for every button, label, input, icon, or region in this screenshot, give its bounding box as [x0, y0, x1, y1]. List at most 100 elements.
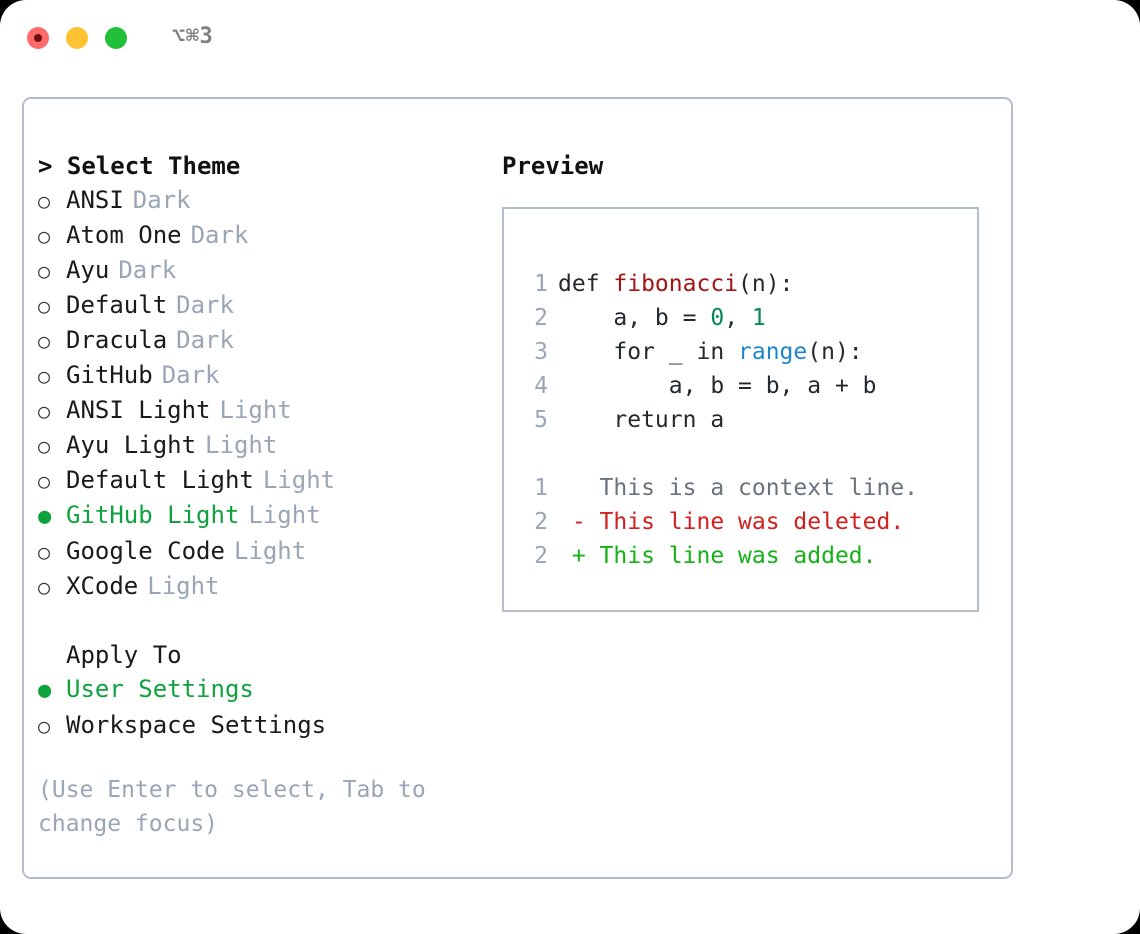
zoom-button[interactable] [105, 27, 127, 49]
apply-to-option-user-settings[interactable]: ● User Settings [38, 672, 498, 708]
traffic-lights [27, 27, 127, 49]
code-token-plain: def [558, 271, 614, 297]
code-token-plain: , [724, 305, 752, 331]
select-theme-heading: > Select Theme [38, 152, 241, 180]
line-number: 2 [534, 305, 548, 331]
preview-heading: Preview [502, 152, 604, 180]
code-token-num: 0 [710, 305, 725, 331]
apply-to-option-label: User Settings [66, 675, 254, 703]
theme-option-default-light[interactable]: ○ Default Light Light [38, 463, 498, 498]
radio-unselected-icon: ○ [38, 575, 51, 599]
radio-unselected-icon: ○ [38, 329, 51, 353]
theme-option-label: Default [66, 291, 168, 319]
apply-to-option-label: Workspace Settings [66, 711, 327, 739]
code-token-fn: fibonacci [613, 271, 739, 297]
theme-option-label: Default Light [66, 466, 254, 494]
code-diff-gap [522, 437, 977, 471]
theme-option-variant: Light [233, 537, 307, 565]
code-text: return a [558, 403, 724, 437]
apply-to-list: ● User Settings ○ Workspace Settings [38, 672, 498, 743]
diff-text: This is a context line. [558, 475, 919, 501]
theme-option-label: Ayu Light [66, 431, 197, 459]
theme-option-variant: Dark [161, 361, 220, 389]
radio-unselected-icon: ○ [38, 259, 51, 283]
radio-selected-icon: ● [38, 504, 52, 529]
line-number: 1 [534, 271, 548, 297]
code-line: 5 return a [522, 403, 977, 437]
line-number: 4 [534, 373, 548, 399]
theme-option-xcode[interactable]: ○ XCode Light [38, 569, 498, 604]
theme-option-variant: Light [147, 572, 220, 600]
keyboard-hint-text: (Use Enter to select, Tab to change focu… [38, 777, 426, 837]
line-number: 2 [534, 543, 548, 569]
radio-unselected-icon: ○ [38, 399, 51, 423]
diff-line-add: 2 + This line was added. [522, 539, 977, 573]
code-token-plain: (n): [807, 339, 863, 365]
theme-option-label: GitHub [66, 361, 153, 389]
theme-option-label: ANSI [66, 186, 124, 214]
diff-sample: 1 This is a context line. 2 - This line w… [522, 471, 977, 573]
theme-option-dracula[interactable]: ○ Dracula Dark [38, 323, 498, 358]
code-line: 1 def fibonacci(n): [522, 267, 977, 301]
code-token-plain: return a [558, 407, 725, 433]
theme-option-label: Dracula [66, 326, 168, 354]
code-line: 3 for _ in range(n): [522, 335, 977, 369]
radio-unselected-icon: ○ [38, 434, 51, 458]
theme-option-variant: Light [248, 501, 321, 529]
theme-option-variant: Dark [132, 186, 191, 214]
radio-unselected-icon: ○ [38, 224, 51, 248]
theme-option-label: Atom One [66, 221, 182, 249]
theme-option-variant: Dark [190, 221, 249, 249]
radio-unselected-icon: ○ [38, 189, 51, 213]
theme-option-variant: Light [205, 431, 278, 459]
list-spacer [38, 604, 498, 638]
code-text: a, b = b, a + b [558, 369, 877, 403]
line-number: 3 [534, 339, 548, 365]
code-token-plain: for _ in [558, 339, 739, 365]
radio-unselected-icon: ○ [38, 714, 51, 738]
code-text: for _ in range(n): [558, 335, 863, 369]
close-button[interactable] [27, 27, 49, 49]
code-token-plain: a, b = [558, 305, 711, 331]
title-bar: ⌥⌘3 [0, 0, 1140, 78]
code-token-kwfn: range [738, 339, 808, 365]
code-line: 4 a, b = b, a + b [522, 369, 977, 403]
radio-selected-icon: ● [38, 678, 52, 703]
line-number: 5 [534, 407, 548, 433]
theme-option-ayu-light[interactable]: ○ Ayu Light Light [38, 428, 498, 463]
theme-option-google-code[interactable]: ○ Google Code Light [38, 534, 498, 569]
diff-text: - This line was deleted. [558, 509, 905, 535]
code-token-plain: (n): [738, 271, 794, 297]
radio-unselected-icon: ○ [38, 540, 51, 564]
theme-option-variant: Light [262, 466, 336, 494]
code-line: 2 a, b = 0, 1 [522, 301, 977, 335]
theme-option-variant: Dark [176, 326, 234, 354]
theme-option-atom-one[interactable]: ○ Atom One Dark [38, 218, 498, 253]
theme-option-ansi[interactable]: ○ ANSI Dark [38, 183, 498, 218]
code-text: a, b = 0, 1 [558, 301, 766, 335]
line-number: 1 [534, 475, 548, 501]
theme-option-label: Google Code [66, 537, 225, 565]
radio-unselected-icon: ○ [38, 294, 51, 318]
diff-line-ctx: 1 This is a context line. [522, 471, 977, 505]
diff-text: + This line was added. [558, 543, 877, 569]
minimize-button[interactable] [66, 27, 88, 49]
apply-to-option-workspace-settings[interactable]: ○ Workspace Settings [38, 708, 498, 743]
code-token-num: 1 [751, 305, 766, 331]
radio-unselected-icon: ○ [38, 469, 51, 493]
theme-option-label: Ayu [66, 256, 110, 284]
theme-option-label: XCode [66, 572, 139, 600]
line-number: 2 [534, 509, 548, 535]
